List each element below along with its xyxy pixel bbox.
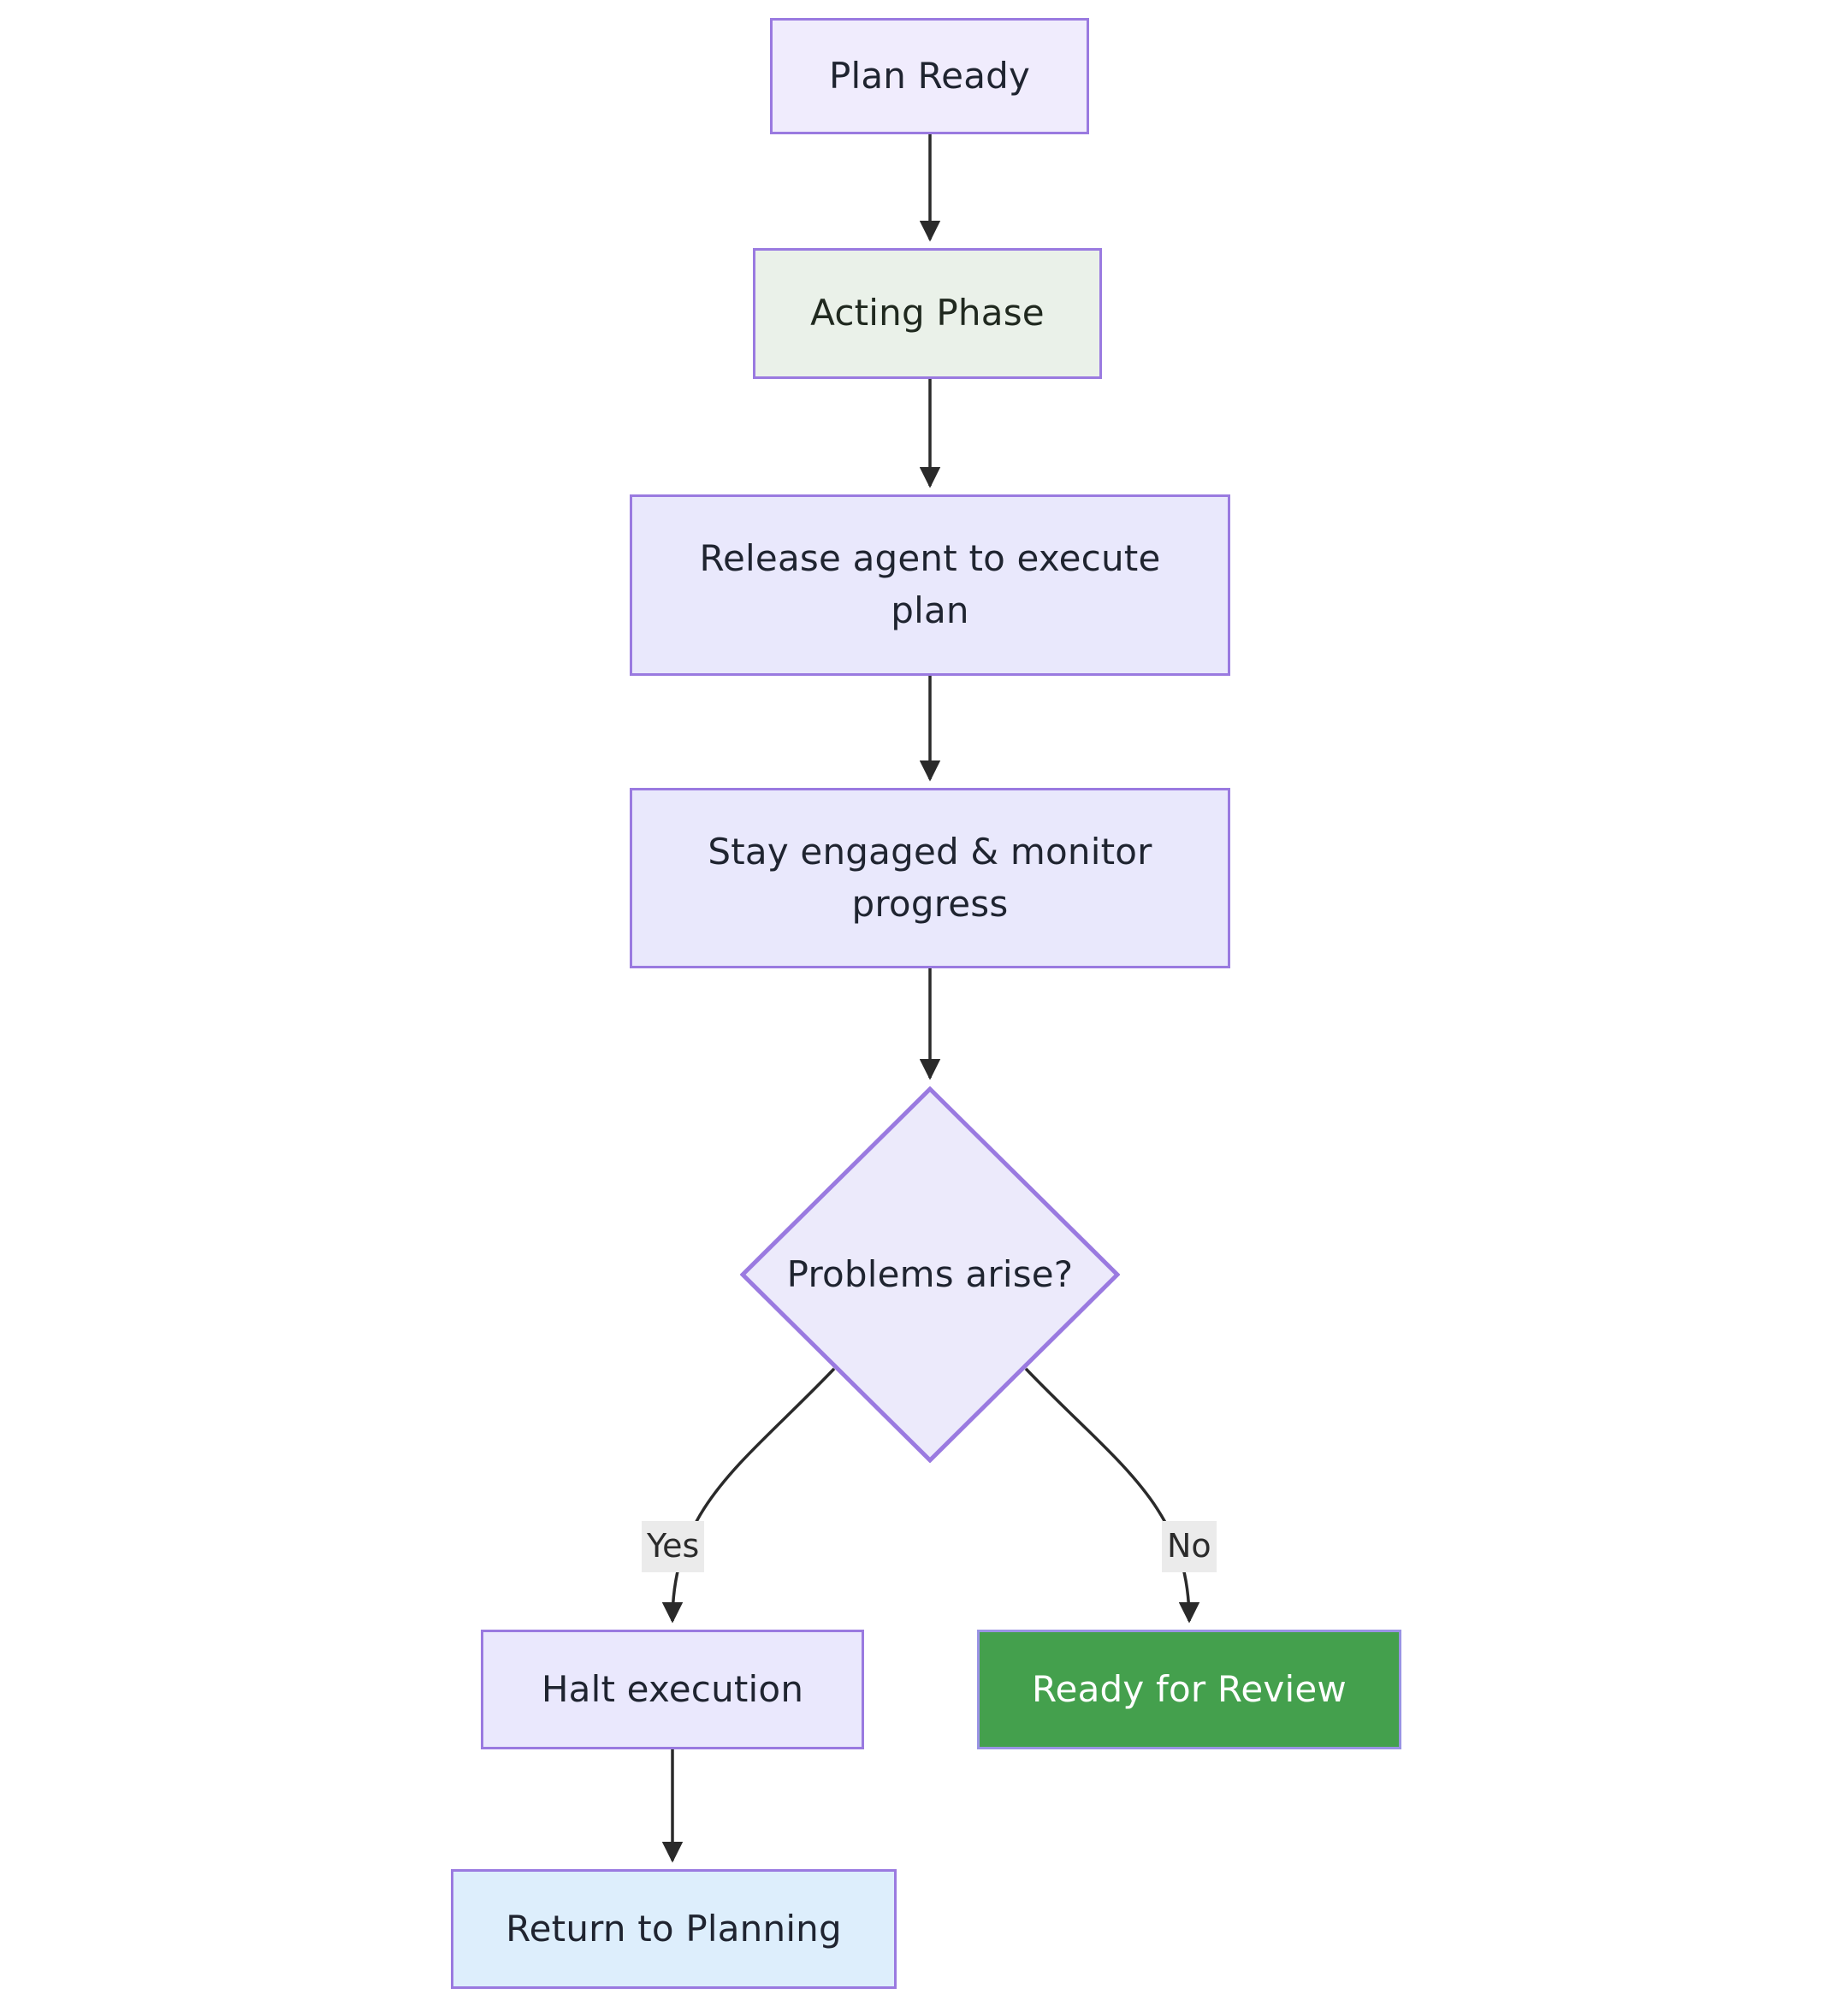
node-release-agent-to-execute-plan[interactable]: Release agent to execute plan bbox=[630, 494, 1230, 676]
node-return-to-planning[interactable]: Return to Planning bbox=[451, 1869, 897, 1989]
node-problems-arise-decision[interactable]: Problems arise? bbox=[740, 1086, 1120, 1463]
edge-problems-arise-yes-to-halt-execution bbox=[661, 1367, 836, 1624]
node-stay-engaged-label: Stay engaged & monitor progress bbox=[708, 830, 1152, 925]
node-halt-execution-label: Halt execution bbox=[541, 1667, 804, 1710]
edge-problems-arise-no-to-ready-for-review bbox=[1024, 1367, 1200, 1624]
node-plan-ready-label: Plan Ready bbox=[828, 54, 1031, 97]
edge-label-no: No bbox=[1162, 1521, 1217, 1572]
node-stay-engaged-monitor-progress[interactable]: Stay engaged & monitor progress bbox=[630, 788, 1230, 968]
node-halt-execution[interactable]: Halt execution bbox=[481, 1630, 864, 1749]
node-problems-arise-label: Problems arise? bbox=[786, 1252, 1074, 1295]
node-acting-phase[interactable]: Acting Phase bbox=[753, 248, 1102, 379]
node-ready-for-review-label: Ready for Review bbox=[1032, 1667, 1347, 1710]
node-acting-phase-label: Acting Phase bbox=[810, 292, 1045, 334]
node-release-agent-label: Release agent to execute plan bbox=[699, 537, 1161, 631]
edge-label-yes: Yes bbox=[642, 1521, 705, 1572]
node-ready-for-review[interactable]: Ready for Review bbox=[977, 1630, 1401, 1749]
diamond-shape-icon bbox=[740, 1086, 1120, 1463]
node-return-to-planning-label: Return to Planning bbox=[506, 1907, 842, 1950]
node-plan-ready[interactable]: Plan Ready bbox=[770, 18, 1089, 134]
